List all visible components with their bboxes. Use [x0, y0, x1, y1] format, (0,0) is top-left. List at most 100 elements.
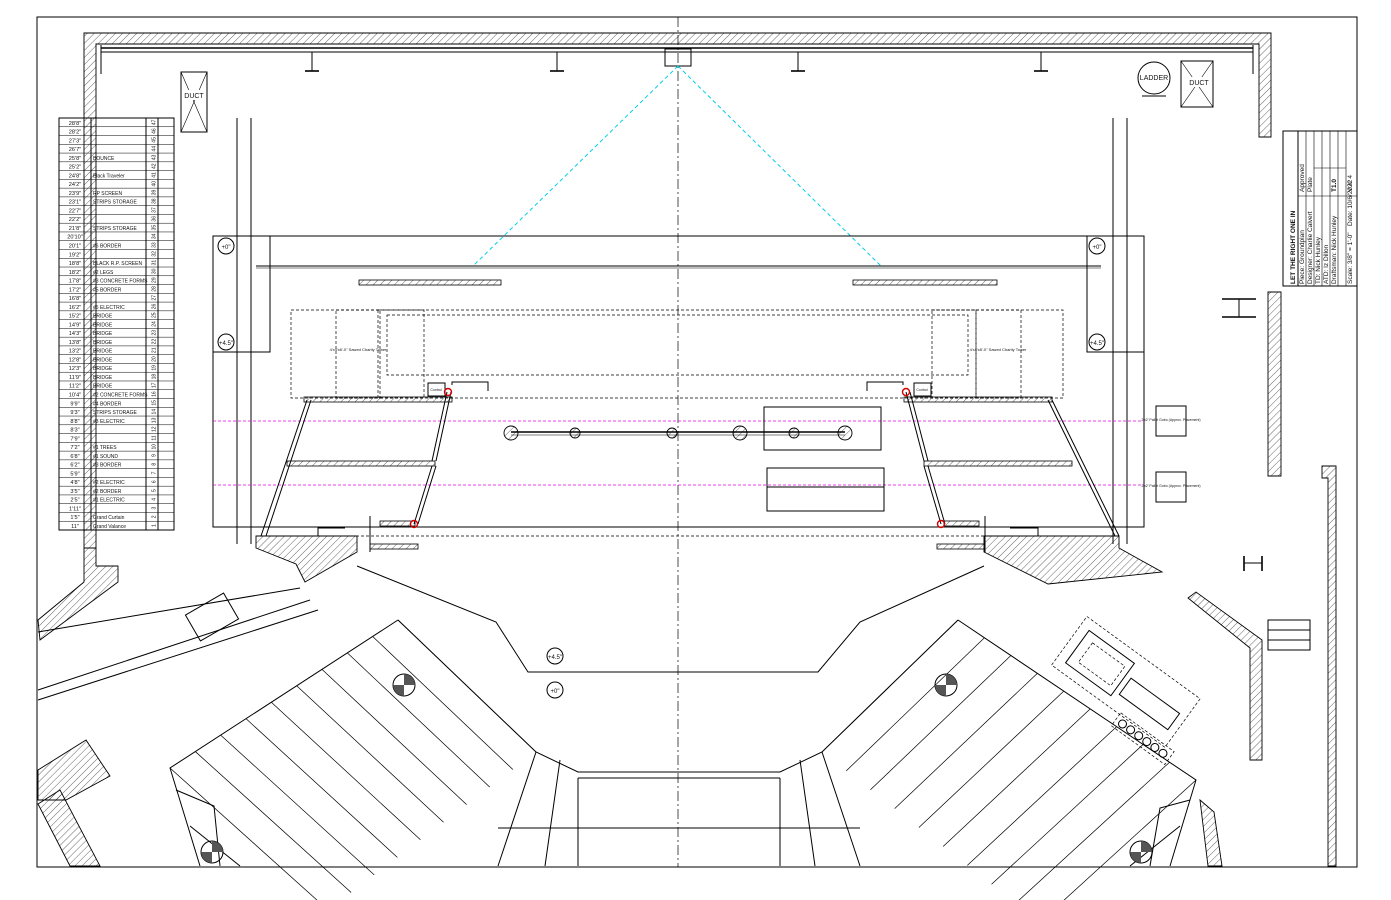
seat-row-line	[347, 652, 491, 788]
lineset-number: 41	[151, 172, 157, 178]
lineset-height: 19'2"	[69, 252, 81, 258]
lineset-label: BRIDGE	[93, 340, 113, 346]
title-date: Date: 10/6/2022	[1347, 179, 1354, 226]
lineset-number: 4	[151, 498, 157, 501]
lineset-number: 39	[151, 190, 157, 196]
lineset-number: 7	[151, 471, 157, 474]
title-plate: T1.0	[1331, 179, 1338, 192]
lineset-row: 1'11"3	[59, 503, 174, 512]
elevation-marker-ul: +0"	[217, 237, 235, 255]
lineset-height: 4'8"	[70, 480, 79, 486]
stage-battens	[286, 381, 1073, 467]
lineset-label: BRIDGE	[93, 357, 113, 363]
seat-row-line	[894, 673, 1038, 809]
lineset-height: 6'2"	[70, 463, 79, 469]
lineset-height: 15'2"	[69, 314, 81, 320]
lineset-height: 13'8"	[69, 340, 81, 346]
lineset-label: Grand Curtain	[93, 515, 125, 521]
lineset-label: #2 LEGS	[93, 270, 114, 276]
lineset-label: #6 BORDER	[93, 243, 122, 249]
title-designer: Designer: Charlie Calvert	[1307, 211, 1314, 284]
seat-row-line	[321, 669, 467, 805]
lineset-number: 44	[151, 146, 157, 152]
lineset-number: 5	[151, 489, 157, 492]
lineset-height: 23'9"	[69, 191, 81, 197]
control-left: Control	[427, 382, 446, 397]
lineset-label: BOUNCE	[93, 156, 115, 162]
house-elev-2: +0"	[546, 681, 564, 699]
upstage-pipe	[100, 45, 1254, 74]
lineset-row: 26'7" 44	[59, 144, 174, 153]
lineset-height: 16'8"	[69, 296, 81, 302]
tower-left-label: 4'x4'x8'-0" Sawed Charity Tower	[330, 347, 387, 352]
lineset-label: #2 ELECTRIC	[93, 480, 125, 486]
seat-row-line	[870, 655, 1012, 791]
lineset-height: 22'7"	[69, 208, 81, 214]
lineset-height: 9'3"	[70, 410, 79, 416]
lineset-height: 13'2"	[69, 349, 81, 355]
lineset-height: 16'2"	[69, 305, 81, 311]
elev-mr-label: +4.5"	[1090, 341, 1104, 347]
lineset-label: STRIPS STORAGE	[93, 200, 137, 206]
lineset-label: #3 CONCRETE FORMS	[93, 279, 148, 285]
lineset-height: 24'8"	[69, 173, 81, 179]
lineset-number: 45	[151, 137, 157, 143]
lineset-height: 17'8"	[69, 279, 81, 285]
seating-rows-right	[821, 619, 1197, 900]
lineset-number: 21	[151, 347, 157, 353]
lineset-label: #3 BORDER	[93, 463, 122, 469]
lineset-height: 23'1"	[69, 200, 81, 206]
left-wall	[37, 547, 319, 867]
seat-row-line	[942, 708, 1091, 847]
lineset-label: #4 BORDER	[93, 401, 122, 407]
lineset-row: 19'2"32	[59, 249, 174, 258]
pallet-1-label: 2'x2' Pallet Gobo (Approx. Placement)	[1141, 418, 1200, 422]
lineset-label: BRIDGE	[93, 322, 113, 328]
sightlines	[472, 65, 882, 267]
lineset-number: 23	[151, 330, 157, 336]
seat-row-line	[169, 767, 318, 900]
lineset-height: 26'7"	[69, 147, 81, 153]
lineset-row: 24'2"40	[59, 179, 174, 188]
seat-row-line	[967, 726, 1117, 866]
lineset-number: 26	[151, 303, 157, 309]
lineset-height: 1'11"	[69, 506, 81, 512]
house-elev-2-label: +0"	[551, 689, 560, 695]
sheet-border	[36, 16, 1358, 868]
lineset-number: 18	[151, 374, 157, 380]
upstage-platform-left	[358, 279, 502, 286]
lineset-number: 37	[151, 207, 157, 213]
lineset-number: 10	[151, 444, 157, 450]
title-version: V #: 4	[1347, 175, 1354, 192]
lineset-number: 22	[151, 339, 157, 345]
lineset-label: Black Traveler	[93, 173, 125, 179]
ctrl-left-label: Control	[430, 388, 442, 392]
lineset-number: 42	[151, 163, 157, 169]
ladder: LADDER	[1137, 61, 1171, 97]
lineset-height: 21'8"	[69, 226, 81, 232]
pallet-gobo-2: 2'x2' Pallet Gobo (Approx. Placement)	[1141, 471, 1201, 503]
tower-zone: 4'x4'x8'-0" Sawed Charity Tower 4'x4'x8'…	[290, 309, 1064, 399]
pallet-2-label: 2'x2' Pallet Gobo (Approx. Placement)	[1141, 484, 1200, 488]
upstage-platform-right	[852, 279, 998, 286]
lineset-number: 15	[151, 400, 157, 406]
seat-row-line	[296, 685, 444, 823]
lineset-height: 11'9"	[69, 375, 81, 381]
lineset-label: BLACK R.P. SCREEN	[93, 261, 142, 267]
lineset-height: 11'2"	[69, 384, 81, 390]
center-rail	[503, 406, 885, 512]
lineset-height: 24'2"	[69, 182, 81, 188]
lineset-height: 5'9"	[70, 471, 79, 477]
lineset-height: 12'8"	[69, 357, 81, 363]
